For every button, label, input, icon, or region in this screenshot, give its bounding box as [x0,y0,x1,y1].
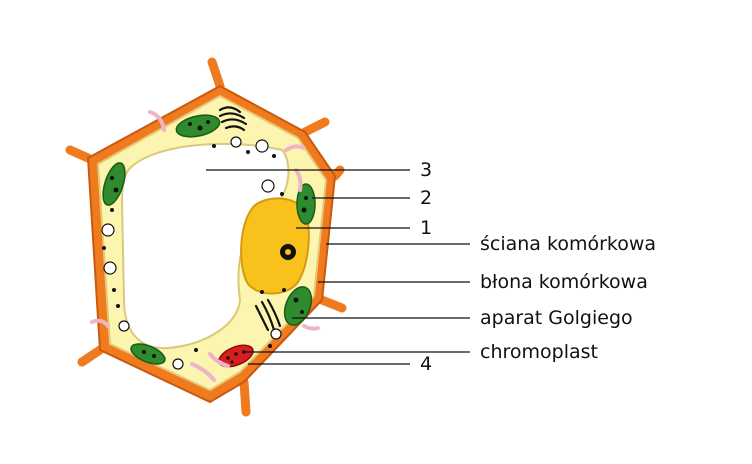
label-golgi-apparatus: aparat Golgiego [480,307,633,329]
chloroplast [296,183,316,225]
golgi-apparatus [218,106,282,332]
chloroplasts [102,114,316,365]
label-cell-wall: ściana komórkowa [480,233,656,255]
nucleus [240,197,310,295]
granules [102,144,286,352]
label-chromoplast: chromoplast [480,341,598,363]
label-number-2: 2 [420,187,432,209]
label-number-4: 4 [420,353,432,375]
nucleolus-core [285,249,291,255]
label-cell-membrane: błona komórkowa [480,271,648,293]
chloroplast [130,343,166,365]
nucleus-body [240,197,310,295]
vesicles [101,136,282,370]
label-number-3: 3 [420,159,432,181]
wall-stubs [65,57,347,417]
chloroplast [102,162,126,206]
chloroplast [283,286,313,326]
leader-lines [206,169,470,365]
mitochondria [90,110,320,382]
label-number-1: 1 [420,217,432,239]
chromoplast [218,344,254,368]
labels: 3 2 1 4 ściana komórkowa błona komórkowa… [420,159,656,375]
